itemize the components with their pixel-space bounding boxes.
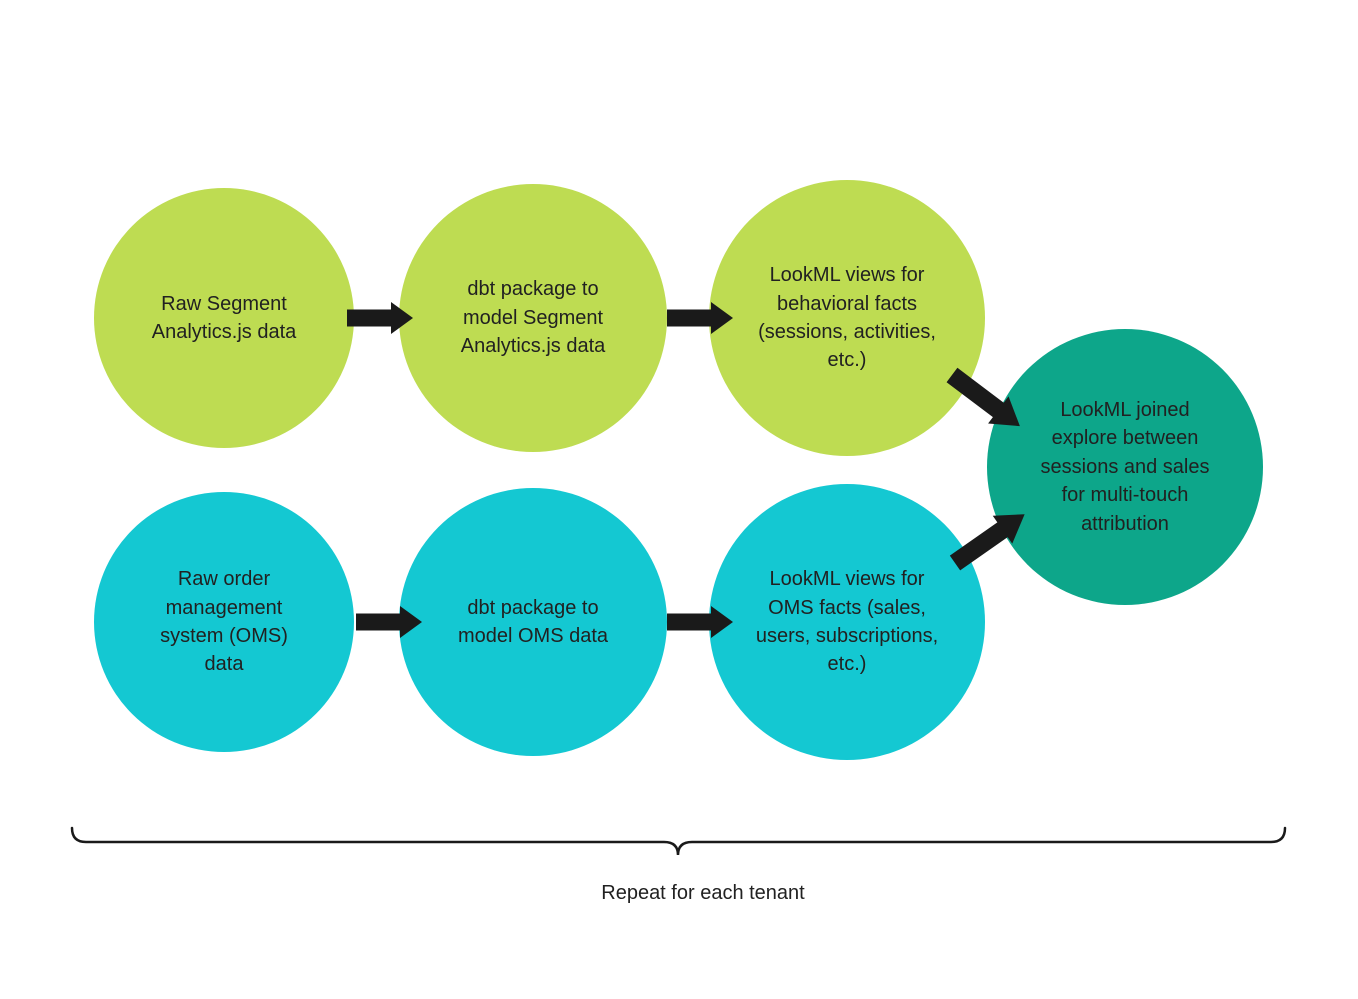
node-label: LookML joined explore between sessions a… <box>1040 399 1210 535</box>
brace-icon <box>70 826 1287 856</box>
diagram-caption: Repeat for each tenant <box>601 882 805 904</box>
node-dbt-oms-package: dbt package to model OMS data <box>399 488 667 756</box>
node-label: dbt package to model OMS data <box>457 596 609 647</box>
node-raw-oms-data: Raw order management system (OMS) data <box>94 492 354 752</box>
node-lookml-behavioral-views: LookML views for behavioral facts (sessi… <box>709 180 985 456</box>
node-label: LookML views for OMS facts (sales, users… <box>755 568 939 676</box>
node-lookml-joined-explore: LookML joined explore between sessions a… <box>987 329 1263 605</box>
node-lookml-oms-views: LookML views for OMS facts (sales, users… <box>709 484 985 760</box>
node-dbt-segment-package: dbt package to model Segment Analytics.j… <box>399 184 667 452</box>
node-label: Raw Segment Analytics.js data <box>151 292 297 343</box>
node-raw-segment-data: Raw Segment Analytics.js data <box>94 188 354 448</box>
node-label: LookML views for behavioral facts (sessi… <box>758 264 936 372</box>
node-label: dbt package to model Segment Analytics.j… <box>460 278 606 358</box>
node-label: Raw order management system (OMS) data <box>160 568 288 676</box>
